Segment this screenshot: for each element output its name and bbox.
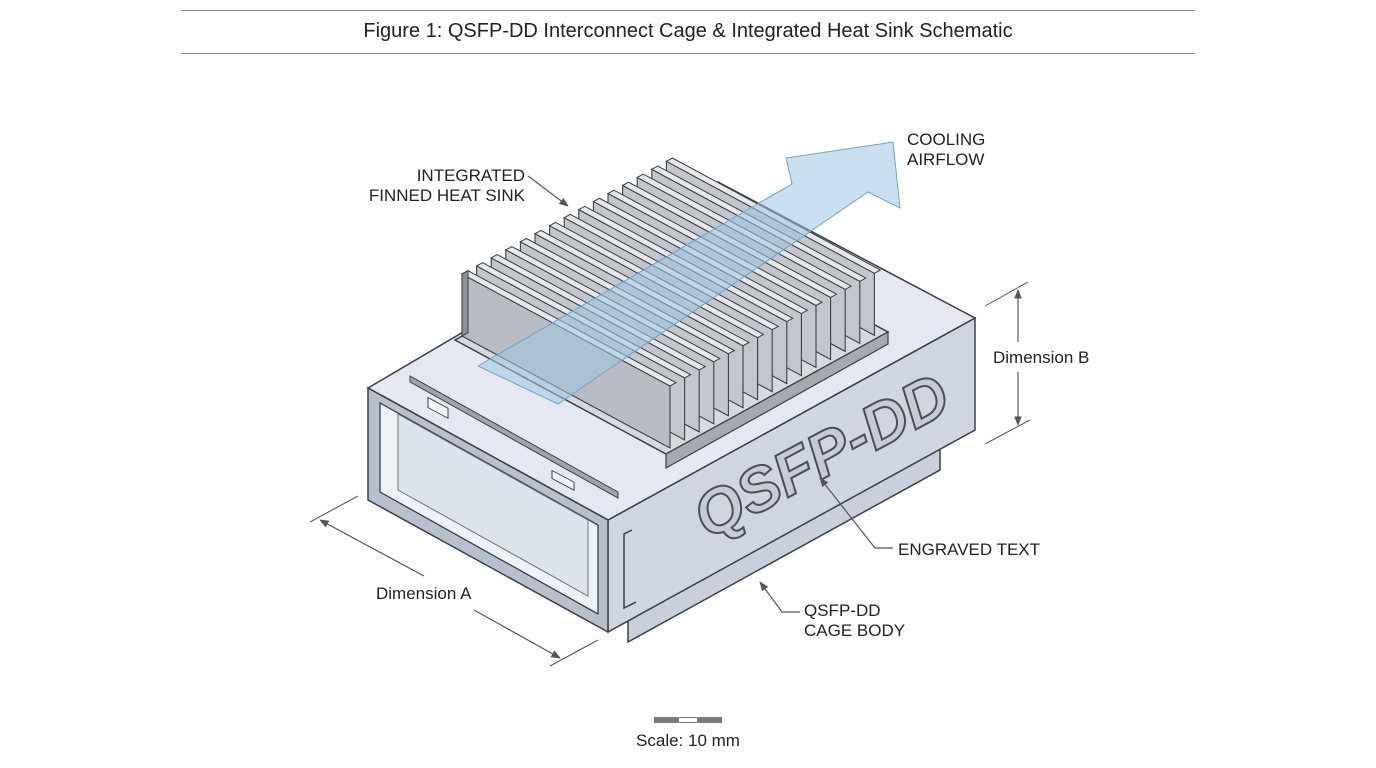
dim-a-arrow-left <box>319 519 425 577</box>
scale-bar <box>654 717 722 723</box>
heatsink-leader <box>527 175 569 207</box>
dim-a-ext-left <box>309 495 359 523</box>
cage-opening-inner <box>397 413 589 597</box>
dim-b-ext-bottom <box>984 419 1031 445</box>
engraved-leader <box>819 477 893 549</box>
caption-rule-bottom <box>181 53 1195 54</box>
label-engraved-text: ENGRAVED TEXT <box>898 540 1041 559</box>
caption-rule-top <box>181 10 1195 11</box>
label-cage-body: QSFP-DD CAGE BODY <box>804 601 906 640</box>
figure-caption: Figure 1: QSFP-DD Interconnect Cage & In… <box>363 20 1013 42</box>
latch-tab-right <box>551 469 575 491</box>
cage-leader <box>759 581 800 613</box>
side-bracket <box>623 529 637 610</box>
label-heat-sink: INTEGRATED FINNED HEAT SINK <box>368 166 525 205</box>
airflow-arrow <box>476 141 901 405</box>
latch-tab-left <box>427 396 449 419</box>
dim-b-ext-top <box>984 281 1029 307</box>
dim-a-arrow-right <box>473 609 561 659</box>
heatsink-base-edge <box>665 330 889 470</box>
label-dimension-a: Dimension A <box>376 584 472 603</box>
heatsink-fin-end <box>461 269 469 337</box>
label-cooling-airflow: COOLING AIRFLOW <box>907 130 986 169</box>
dim-a-ext-right <box>549 639 599 667</box>
scale-label: Scale: 10 mm <box>636 731 740 750</box>
latch-slot <box>409 375 619 499</box>
label-dimension-b: Dimension B <box>993 348 1090 367</box>
